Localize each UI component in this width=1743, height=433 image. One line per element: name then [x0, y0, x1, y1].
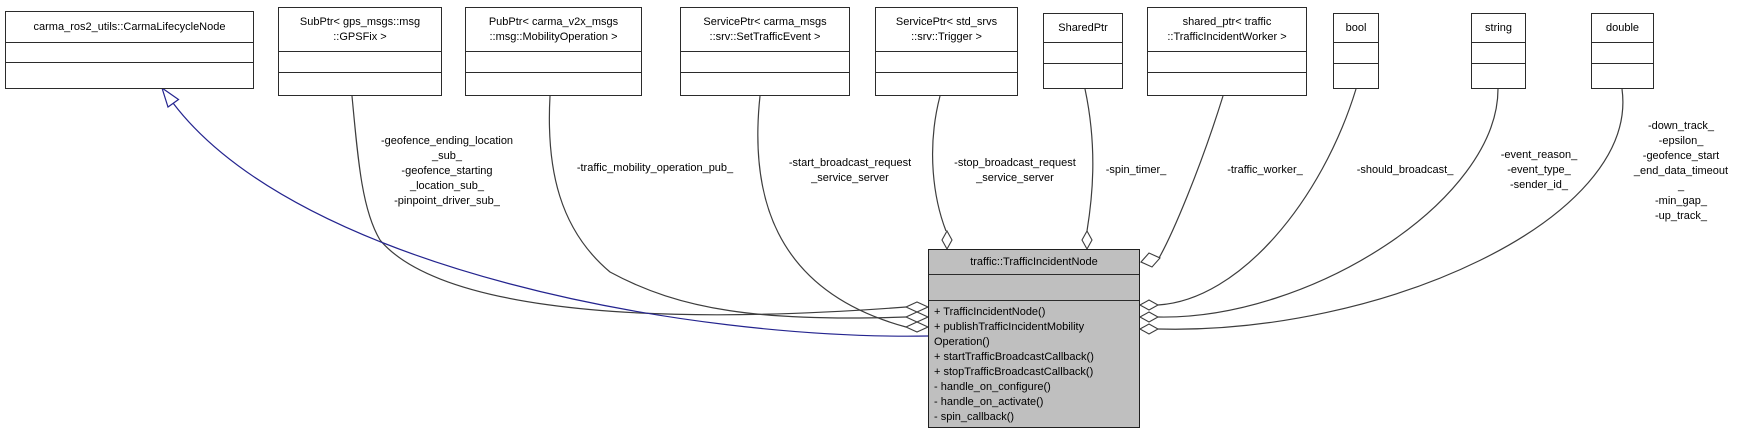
- methods-compartment: [466, 72, 641, 95]
- aggregation-diamond: [1138, 323, 1160, 335]
- method-item: - handle_on_configure(): [934, 381, 1051, 393]
- aggregation-diamond: [941, 229, 953, 251]
- edge-traffic-worker: [1158, 95, 1224, 259]
- methods-compartment: [1148, 72, 1306, 95]
- attributes-compartment: [1148, 51, 1306, 72]
- methods-compartment: [1334, 63, 1378, 88]
- edge-label-traffic-worker: -traffic_worker_: [1227, 164, 1303, 176]
- methods-compartment: + TrafficIncidentNode() + publishTraffic…: [929, 300, 1139, 425]
- class-title: double: [1605, 21, 1640, 34]
- edge-inheritance: [172, 102, 929, 337]
- method-item: + TrafficIncidentNode(): [934, 306, 1046, 318]
- edge-string-members: [1157, 88, 1499, 318]
- class-title: SubPtr< gps_msgs::msg ::GPSFix >: [299, 16, 421, 43]
- edge-label-double-members: -down_track_ -epsilon_ -geofence_start _…: [1633, 120, 1729, 222]
- class-title: ServicePtr< carma_msgs ::srv::SetTraffic…: [703, 16, 827, 43]
- edge-label-string-members: -event_reason_ -event_type_ -sender_id_: [1500, 149, 1578, 191]
- inheritance-arrowhead: [160, 86, 180, 108]
- attributes-compartment: [466, 51, 641, 72]
- class-box-double[interactable]: double: [1591, 13, 1654, 89]
- edge-label-should-broadcast: -should_broadcast_: [1356, 164, 1454, 176]
- class-box-serviceptr-set-traffic-event[interactable]: ServicePtr< carma_msgs ::srv::SetTraffic…: [680, 7, 850, 96]
- method-item: - handle_on_activate(): [934, 396, 1044, 408]
- class-box-bool[interactable]: bool: [1333, 13, 1379, 89]
- edge-mobility-pub: [548, 95, 907, 319]
- edge-label-start-broadcast: -start_broadcast_request _service_server: [788, 157, 912, 184]
- methods-compartment: [6, 62, 253, 88]
- methods-compartment: [279, 72, 441, 95]
- class-title: string: [1485, 21, 1512, 34]
- methods-compartment: [1592, 63, 1653, 88]
- attributes-compartment: [1592, 42, 1653, 63]
- class-box-pubptr-mobility-operation[interactable]: PubPtr< carma_v2x_msgs ::msg::MobilityOp…: [465, 7, 642, 96]
- method-item: - spin_callback(): [934, 411, 1015, 423]
- class-box-subptr-gpsfix[interactable]: SubPtr< gps_msgs::msg ::GPSFix >: [278, 7, 442, 96]
- edge-should-broadcast: [1157, 88, 1357, 306]
- attributes-compartment: [279, 51, 441, 72]
- attributes-compartment: [6, 42, 253, 62]
- class-title: carma_ros2_utils::CarmaLifecycleNode: [33, 20, 226, 33]
- method-item: + startTrafficBroadcastCallback(): [934, 351, 1094, 363]
- methods-compartment: [681, 72, 849, 95]
- edge-geofence-subs: [351, 95, 907, 316]
- aggregation-diamond: [1138, 299, 1160, 311]
- edge-label-spin-timer: -spin_timer_: [1105, 164, 1167, 176]
- class-title: SharedPtr: [1058, 21, 1108, 34]
- class-title: shared_ptr< traffic ::TrafficIncidentWor…: [1167, 16, 1287, 43]
- class-box-string[interactable]: string: [1471, 13, 1526, 89]
- methods-compartment: [876, 72, 1017, 95]
- methods-compartment: [1472, 63, 1525, 88]
- edge-stop-broadcast: [932, 95, 947, 232]
- edge-spin-timer: [1084, 88, 1094, 232]
- aggregation-diamond: [1138, 311, 1160, 323]
- attributes-compartment: [1472, 42, 1525, 63]
- attributes-compartment: [1044, 42, 1122, 63]
- edge-label-stop-broadcast: -stop_broadcast_request _service_server: [954, 157, 1076, 184]
- attributes-compartment: [681, 51, 849, 72]
- edge-double-members: [1157, 88, 1624, 330]
- class-box-sharedptr-traffic-incident-worker[interactable]: shared_ptr< traffic ::TrafficIncidentWor…: [1147, 7, 1307, 96]
- aggregation-diamond: [1081, 229, 1093, 251]
- class-box-traffic-incident-node: traffic::TrafficIncidentNode + TrafficIn…: [928, 249, 1140, 428]
- aggregation-diamond: [904, 321, 930, 333]
- aggregation-diamond: [904, 301, 930, 313]
- class-title: PubPtr< carma_v2x_msgs ::msg::MobilityOp…: [488, 16, 619, 43]
- class-box-serviceptr-trigger[interactable]: ServicePtr< std_srvs ::srv::Trigger >: [875, 7, 1018, 96]
- class-box-sharedptr[interactable]: SharedPtr: [1043, 13, 1123, 89]
- attributes-compartment: [929, 274, 1139, 300]
- class-box-carma-lifecycle-node[interactable]: carma_ros2_utils::CarmaLifecycleNode: [5, 11, 254, 89]
- aggregation-diamond: [904, 311, 930, 323]
- method-item: + stopTrafficBroadcastCallback(): [934, 366, 1094, 378]
- attributes-compartment: [876, 51, 1017, 72]
- edge-label-mobility-pub: -traffic_mobility_operation_pub_: [576, 162, 734, 174]
- method-item: + publishTrafficIncidentMobility Operati…: [934, 321, 1085, 348]
- attributes-compartment: [1334, 42, 1378, 63]
- edge-start-broadcast: [757, 95, 907, 328]
- methods-compartment: [1044, 63, 1122, 88]
- class-title: ServicePtr< std_srvs ::srv::Trigger >: [895, 16, 998, 43]
- class-title: traffic::TrafficIncidentNode: [970, 255, 1098, 268]
- aggregation-diamond: [1140, 252, 1161, 268]
- edge-label-geofence-subs: -geofence_ending_location _sub_ -geofenc…: [380, 135, 514, 207]
- class-title: bool: [1345, 21, 1367, 34]
